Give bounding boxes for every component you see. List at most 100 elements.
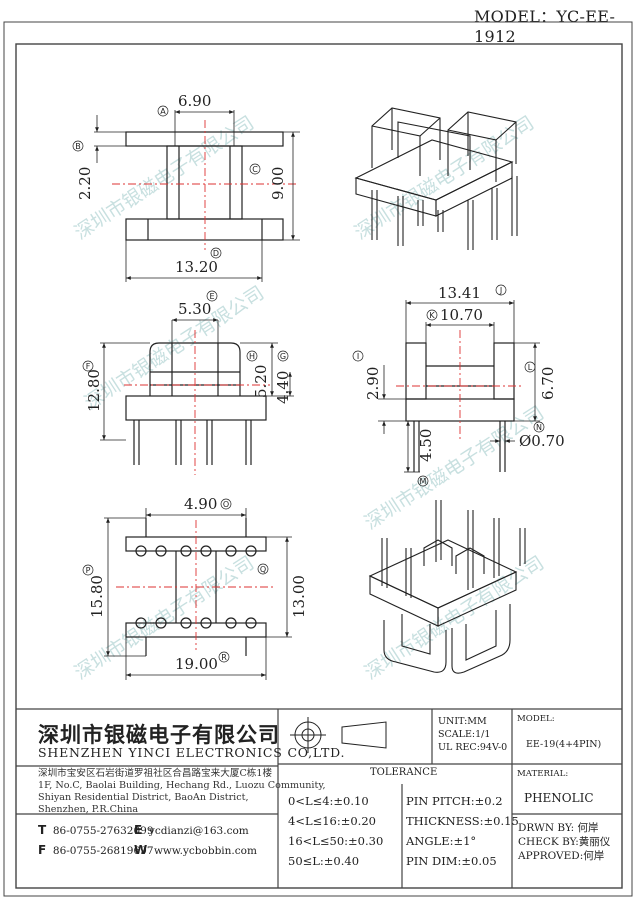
dim-label: 10.70 (440, 306, 483, 324)
marker-q: Q (260, 565, 266, 574)
dim-label: 4.50 (417, 429, 435, 462)
front-view (125, 131, 284, 241)
dim-label: 5.30 (178, 300, 211, 318)
dim-label: 9.00 (269, 167, 287, 200)
marker-a: A (160, 107, 166, 116)
email-address: ycdianzi@163.com (148, 825, 249, 837)
marker-f: F (86, 362, 91, 371)
marker-o: O (223, 500, 229, 509)
signoff-name: 何岸 (577, 822, 599, 834)
address-line: 深圳市宝安区石岩街道罗祖社区合昌路宝来大厦C栋1楼 (38, 768, 273, 779)
dim-label: 19.00 (175, 655, 218, 673)
address-line: Shenzhen, P.R.China (38, 804, 139, 815)
iso-view-bottom (368, 500, 526, 674)
email-label: E (134, 823, 143, 837)
dim-label: 13.00 (290, 575, 308, 618)
signoff-label: DRWN BY: (518, 822, 575, 834)
tolerance-row: THICKNESS:±0.15 (406, 814, 519, 828)
dim-label: 6.70 (539, 367, 557, 400)
signoff-name: 何岸 (583, 850, 605, 862)
title-block-grid (16, 708, 622, 888)
bottom-centerlines (116, 520, 276, 650)
dim-label: 5.20 (252, 365, 270, 398)
marker-h: H (249, 352, 255, 361)
marker-l: L (528, 363, 533, 372)
side-dimensions (100, 318, 294, 441)
signoff-label: APPROVED: (518, 850, 584, 862)
tolerance-row: 50≤L:±0.40 (288, 854, 360, 868)
web-label: W (134, 843, 148, 857)
signoff-row: DRWN BY: 何岸 (518, 821, 610, 835)
projection-symbol (290, 717, 387, 753)
bottom-dim-labels: 4.90 15.80 13.00 19.00 (88, 495, 308, 673)
material-value: PHENOLIC (524, 791, 594, 805)
tolerance-row: 16<L≤50:±0.30 (288, 834, 384, 848)
marker-i: I (357, 352, 359, 361)
marker-k: K (429, 311, 435, 320)
unit-spec: UNIT:MM (438, 716, 487, 727)
ul-spec: UL REC:94V-0 (438, 742, 508, 753)
tolerance-specials: PIN PITCH:±0.2 THICKNESS:±0.15 ANGLE:±1°… (406, 791, 519, 871)
signoff-row: CHECK BY:黄丽仪 (518, 835, 610, 849)
dim-label: 4.90 (184, 495, 217, 513)
front-centerlines (112, 120, 296, 250)
side-markers: E F H G (82, 290, 289, 372)
signoff-row: APPROVED:何岸 (518, 849, 610, 863)
dim-label: 15.80 (88, 575, 106, 618)
fax-label: F (38, 843, 47, 857)
web-url: www.ycbobbin.com (153, 845, 257, 857)
front-markers: A B C D (72, 105, 261, 259)
tolerance-row: 0<L≤4:±0.10 (288, 794, 369, 808)
pin-centerlines (396, 330, 524, 440)
signoff-block: DRWN BY: 何岸 CHECK BY:黄丽仪 APPROVED:何岸 (518, 821, 610, 863)
fax-number: 86-0755-26819697 (52, 845, 154, 857)
marker-p: P (86, 566, 91, 575)
phone-number: 86-0755-27632099 (52, 825, 154, 837)
watermark-text: 深圳市银磁电子有限公司 (351, 112, 538, 244)
dim-label: 13.20 (175, 258, 218, 276)
bottom-dimensions (104, 508, 292, 680)
dim-label: 2.20 (76, 167, 94, 200)
model-block-value: EE-19(4+4PIN) (526, 739, 602, 750)
tolerance-row: PIN DIM:±0.05 (406, 854, 497, 868)
title-block: 深圳市银磁电子有限公司 SHENZHEN YINCI ELECTRONICS C… (16, 709, 622, 887)
company-name-cn: 深圳市银磁电子有限公司 (38, 722, 280, 747)
model-block-label: MODEL: (517, 714, 555, 724)
dim-label: 12.80 (85, 369, 103, 412)
marker-b: B (75, 142, 81, 151)
tolerance-row: PIN PITCH:±0.2 (406, 794, 503, 808)
pin-markers: J K I L M N (352, 284, 545, 487)
tolerance-ranges: 0<L≤4:±0.10 4<L≤16:±0.20 16<L≤50:±0.30 5… (288, 791, 383, 871)
pin-dimensions (378, 300, 540, 473)
drawing-frame (15, 43, 623, 889)
marker-d: D (213, 249, 219, 258)
marker-g: G (280, 352, 286, 361)
scale-spec: SCALE:1/1 (438, 729, 491, 740)
fax-row: F 86-0755-26819697 (38, 843, 154, 857)
email-row: E ycdianzi@163.com (134, 823, 249, 837)
address-line: 1F, No.C, Baolai Building, Hechang Rd., … (38, 780, 326, 791)
watermark-text: 深圳市银磁电子有限公司 (361, 402, 548, 534)
watermark-group: 深圳市银磁电子有限公司 深圳市银磁电子有限公司 深圳市银磁电子有限公司 深圳市银… (71, 112, 548, 684)
dim-label: 13.41 (438, 284, 481, 302)
tolerance-row: 4<L≤16:±0.20 (288, 814, 376, 828)
tolerance-title: TOLERANCE (370, 767, 438, 778)
pin-dim-labels: 13.41 10.70 2.90 6.70 4.50 Ø0.70 (364, 284, 565, 462)
signoff-name: 黄丽仪 (578, 836, 611, 848)
company-name-en: SHENZHEN YINCI ELECTRONICS CO,LTD. (38, 745, 346, 760)
sheet-border (3, 21, 633, 897)
dim-label: 2.90 (364, 367, 382, 400)
address-line: Shiyan Residential District, BaoAn Distr… (38, 792, 249, 803)
dim-label: 6.90 (178, 92, 211, 110)
phone-row: T 86-0755-27632099 (38, 823, 154, 837)
dim-label: Ø0.70 (519, 432, 565, 450)
phone-label: T (38, 823, 47, 837)
marker-m: M (420, 477, 427, 486)
marker-n: N (536, 423, 542, 432)
marker-j: J (499, 286, 502, 295)
web-row: W www.ycbobbin.com (134, 843, 257, 857)
marker-r: R (221, 653, 227, 662)
signoff-label: CHECK BY: (518, 836, 579, 848)
marker-c: C (252, 165, 258, 174)
